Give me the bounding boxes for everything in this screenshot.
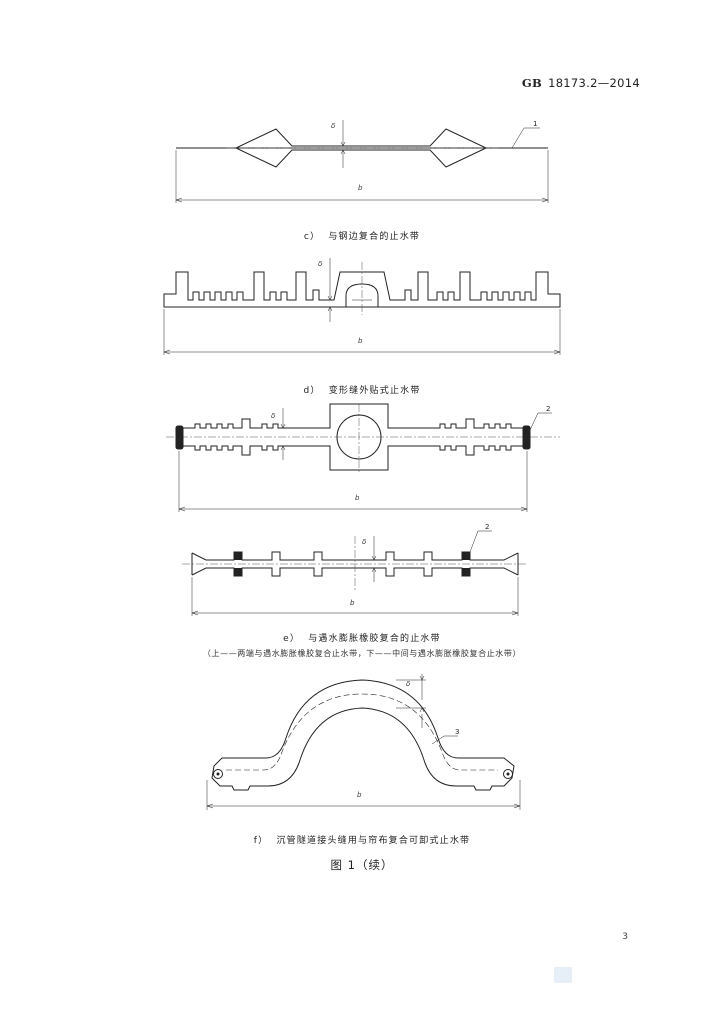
- fig-e-lower-thickness-label: δ: [362, 538, 366, 546]
- fig-c-callout-1: 1: [533, 120, 537, 128]
- fig-e-upper-thickness-label: δ: [271, 412, 275, 420]
- fig-e-caption: e） 与遇水膨胀橡胶复合的止水带: [283, 634, 441, 644]
- figure-d-drawing: δ b: [163, 258, 561, 355]
- figure-caption: 图 1（续）: [330, 858, 394, 872]
- fig-c-caption: c） 与钢边复合的止水带: [303, 232, 421, 242]
- fig-d-caption: d） 变形缝外贴式止水带: [303, 386, 421, 396]
- fig-f-thickness-label: δ: [406, 680, 410, 688]
- sac-logo-icon: [554, 967, 572, 983]
- fig-c-thickness-label: δ: [331, 122, 335, 130]
- figure-f-drawing: δ 3 b: [206, 674, 521, 810]
- fig-f-width-label: b: [357, 791, 362, 799]
- figure-c-drawing: δ b 1: [175, 120, 549, 203]
- figure-e-upper-drawing: δ b 2: [166, 403, 560, 512]
- fig-e-lower-width-label: b: [350, 599, 355, 607]
- fig-e-note: （上——两端与遇水膨胀橡胶复合止水带，下——中间与遇水膨胀橡胶复合止水带）: [202, 649, 522, 658]
- fig-e-upper-callout-2: 2: [546, 405, 550, 413]
- fig-c-width-label: b: [358, 184, 363, 192]
- fig-f-caption: f） 沉管隧道接头缝用与帘布复合可卸式止水带: [253, 836, 471, 846]
- fig-d-width-label: b: [358, 337, 363, 345]
- fig-e-lower-callout-2: 2: [485, 523, 489, 531]
- page-number: 3: [622, 932, 628, 942]
- fig-e-upper-width-label: b: [355, 494, 360, 502]
- fig-f-callout-3: 3: [455, 728, 459, 736]
- figure-e-lower-drawing: δ b 2: [182, 523, 528, 616]
- fig-d-thickness-label: δ: [318, 260, 322, 268]
